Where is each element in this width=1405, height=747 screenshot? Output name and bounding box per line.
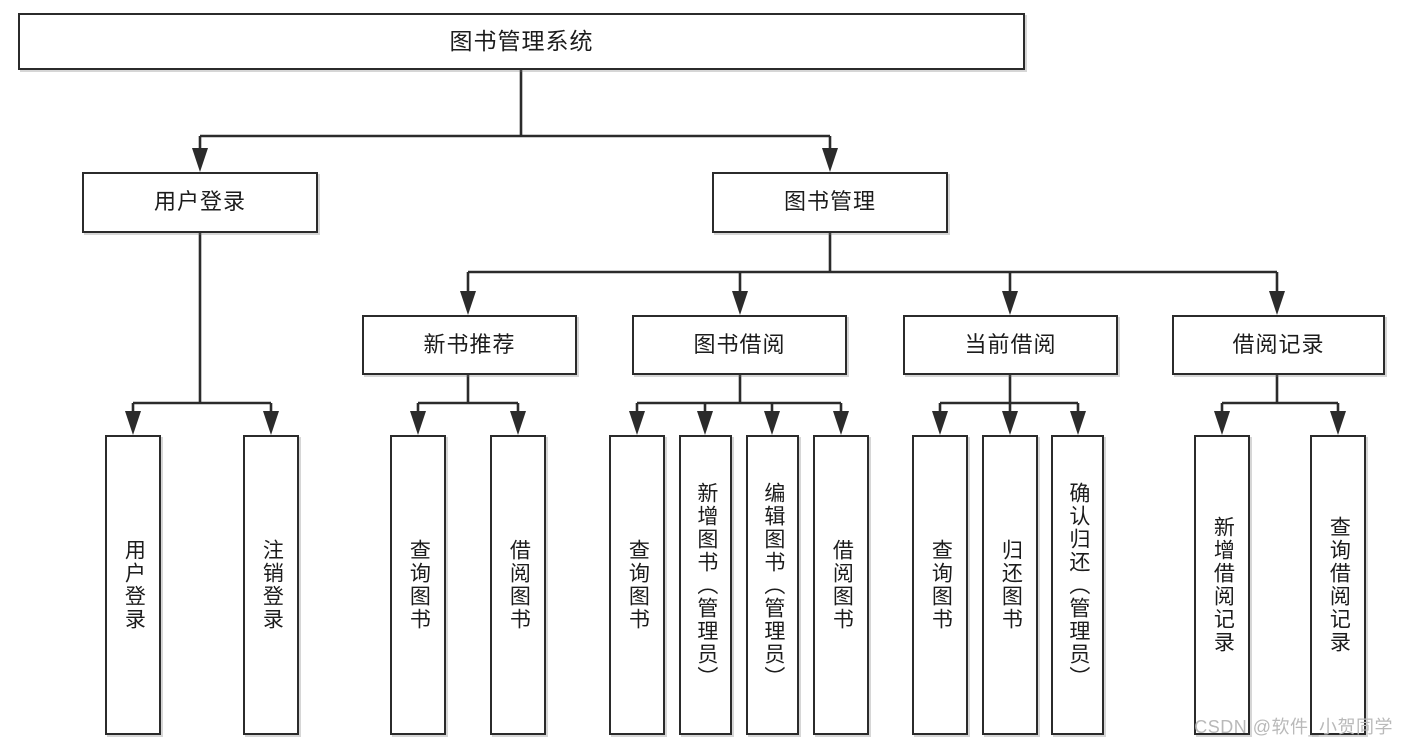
node-leaf-query-book-1-label: 查询图书: [407, 539, 431, 631]
node-leaf-query-book-2[interactable]: 查询图书: [609, 435, 665, 735]
node-root-label: 图书管理系统: [449, 28, 594, 55]
node-leaf-confirm-return[interactable]: 确认归还（管理员）: [1051, 435, 1104, 735]
arrowhead-leaf-query-record: [1330, 411, 1346, 435]
node-leaf-logout[interactable]: 注销登录: [243, 435, 299, 735]
node-leaf-query-record-label: 查询借阅记录: [1327, 516, 1351, 654]
arrowhead-leaf-add-book: [697, 411, 713, 435]
node-borrow-record-label: 借阅记录: [1232, 331, 1325, 357]
node-leaf-add-book-label: 新增图书（管理员）: [694, 481, 718, 689]
arrowhead-leaf-user-login: [125, 411, 141, 435]
node-leaf-add-book[interactable]: 新增图书（管理员）: [679, 435, 732, 735]
arrowhead-leaf-query-book-3: [932, 411, 948, 435]
arrowhead-borrow-record: [1269, 291, 1285, 315]
node-leaf-borrow-book-2-label: 借阅图书: [830, 539, 854, 631]
node-leaf-query-book-3[interactable]: 查询图书: [912, 435, 968, 735]
node-leaf-add-record-label: 新增借阅记录: [1211, 516, 1235, 654]
arrowhead-leaf-return-book: [1002, 411, 1018, 435]
arrowhead-leaf-add-record: [1214, 411, 1230, 435]
node-book-manage[interactable]: 图书管理: [712, 172, 948, 233]
node-leaf-query-book-2-label: 查询图书: [626, 539, 650, 631]
node-book-manage-label: 图书管理: [783, 189, 876, 215]
arrowhead-user-login: [192, 148, 208, 172]
arrowhead-current-borrow: [1002, 291, 1018, 315]
arrowhead-leaf-confirm-return: [1070, 411, 1086, 435]
node-leaf-return-book-label: 归还图书: [999, 539, 1023, 631]
node-leaf-query-book-1[interactable]: 查询图书: [390, 435, 446, 735]
node-leaf-add-record[interactable]: 新增借阅记录: [1194, 435, 1250, 735]
node-new-book-recommend[interactable]: 新书推荐: [362, 315, 577, 375]
node-root[interactable]: 图书管理系统: [18, 13, 1025, 70]
arrowhead-book-borrow: [732, 291, 748, 315]
arrowhead-leaf-query-book-2: [629, 411, 645, 435]
node-current-borrow-label: 当前借阅: [964, 331, 1057, 357]
node-leaf-confirm-return-label: 确认归还（管理员）: [1066, 481, 1090, 689]
node-leaf-borrow-book-2[interactable]: 借阅图书: [813, 435, 869, 735]
arrowhead-new-book-recommend: [460, 291, 476, 315]
node-leaf-edit-book-label: 编辑图书（管理员）: [761, 481, 785, 689]
node-leaf-borrow-book-1[interactable]: 借阅图书: [490, 435, 546, 735]
arrowhead-book-manage: [822, 148, 838, 172]
node-book-borrow[interactable]: 图书借阅: [632, 315, 847, 375]
node-leaf-edit-book[interactable]: 编辑图书（管理员）: [746, 435, 799, 735]
node-borrow-record[interactable]: 借阅记录: [1172, 315, 1385, 375]
node-current-borrow[interactable]: 当前借阅: [903, 315, 1118, 375]
node-leaf-query-book-3-label: 查询图书: [929, 539, 953, 631]
node-user-login[interactable]: 用户登录: [82, 172, 318, 233]
arrowhead-leaf-logout: [263, 411, 279, 435]
node-leaf-return-book[interactable]: 归还图书: [982, 435, 1038, 735]
node-leaf-user-login-label: 用户登录: [122, 539, 146, 631]
arrowhead-leaf-query-book-1: [410, 411, 426, 435]
node-leaf-borrow-book-1-label: 借阅图书: [507, 539, 531, 631]
arrowhead-leaf-edit-book: [764, 411, 780, 435]
node-book-borrow-label: 图书借阅: [693, 331, 786, 357]
node-leaf-query-record[interactable]: 查询借阅记录: [1310, 435, 1366, 735]
node-leaf-logout-label: 注销登录: [260, 539, 284, 631]
node-leaf-user-login[interactable]: 用户登录: [105, 435, 161, 735]
node-user-login-label: 用户登录: [153, 189, 246, 215]
arrowhead-leaf-borrow-book-1: [510, 411, 526, 435]
node-new-book-recommend-label: 新书推荐: [423, 331, 516, 357]
arrowhead-leaf-borrow-book-2: [833, 411, 849, 435]
